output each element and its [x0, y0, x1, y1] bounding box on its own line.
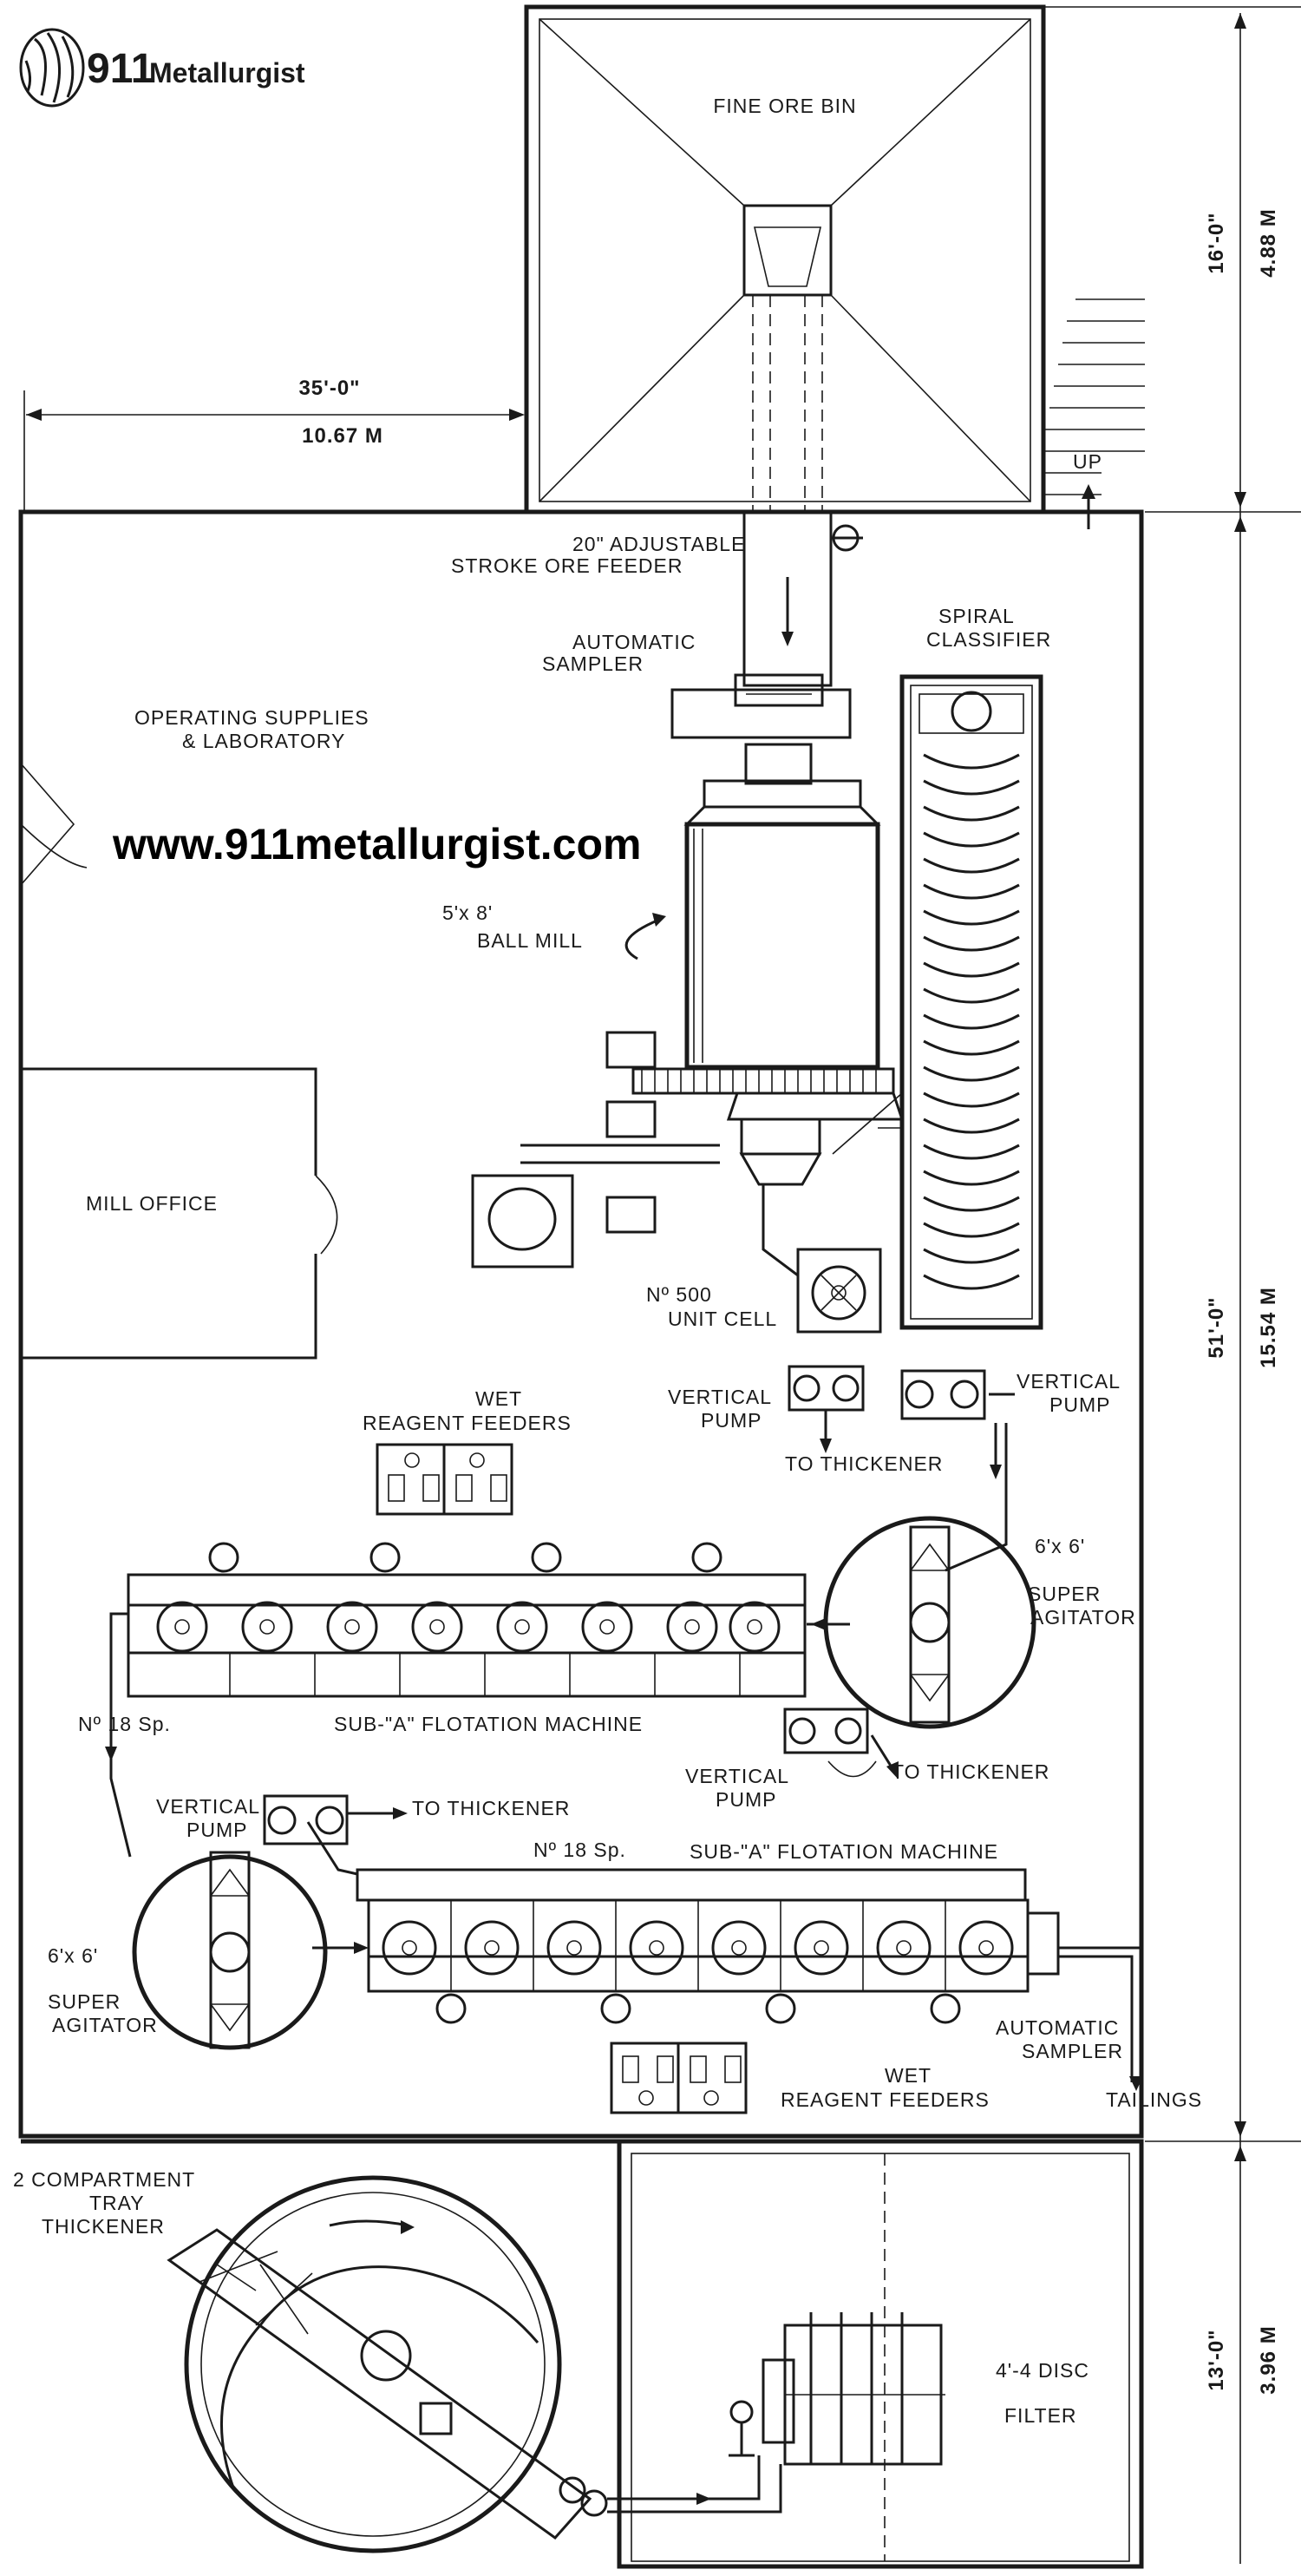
sampler-bottom-label-line1: AUTOMATIC: [996, 2016, 1119, 2039]
mill-feet: 51'-0": [1205, 1296, 1228, 1358]
feeder-label-line2: STROKE ORE FEEDER: [451, 554, 683, 577]
agitator-right-label-line2: AGITATOR: [1030, 1606, 1136, 1629]
agitator-left-size: 6'x 6': [48, 1944, 98, 1967]
width-meters: 10.67 M: [302, 424, 383, 448]
logo-name: Metallurgist: [149, 57, 305, 88]
stairs: UP: [1045, 298, 1145, 529]
vpump-low-label-line2: PUMP: [716, 1788, 776, 1811]
ore-feeder: 20" ADJUSTABLE STROKE ORE FEEDER: [451, 510, 863, 687]
to-thickener-2: TO THICKENER: [892, 1760, 1049, 1783]
feeder-label-line1: 20" ADJUSTABLE: [572, 533, 745, 555]
vpump-low-label-line1: VERTICAL: [685, 1765, 789, 1787]
flot2-size: Nº 18 Sp.: [533, 1839, 626, 1861]
lower-meters: 3.96 M: [1257, 2325, 1280, 2394]
spiral-classifier: SPIRAL CLASSIFIER: [832, 605, 1051, 1330]
thickener-label-line3: THICKENER: [42, 2215, 165, 2238]
dimension-right: 16'-0" 4.88 M 51'-0" 15.54 M 13'-0" 3.96…: [1043, 6, 1301, 2564]
wet-reagent-top-label-line1: WET: [475, 1387, 522, 1410]
flotation-1-discharge-pipe: [109, 1612, 132, 1858]
vpump-mid-label-line2: PUMP: [701, 1409, 762, 1432]
flotation-machine-1: Nº 18 Sp. SUB-"A" FLOTATION MACHINE: [78, 1542, 807, 1735]
wet-reagent-top-label-line2: REAGENT FEEDERS: [363, 1412, 572, 1434]
bin-feet: 16'-0": [1205, 212, 1228, 273]
classifier-spirals: [923, 753, 1020, 1290]
unit-cell-label: UNIT CELL: [668, 1308, 777, 1330]
wet-reagent-bottom-label-line1: WET: [885, 2064, 932, 2087]
ball-mill-size: 5'x 8': [442, 901, 493, 924]
vpump-right-label-line1: VERTICAL: [1017, 1370, 1121, 1393]
sampler-bottom-label-line2: SAMPLER: [1022, 2040, 1123, 2062]
disc-filter-label-line1: 4'-4 DISC: [996, 2359, 1089, 2382]
thickener-bridge: [167, 2228, 608, 2540]
thickener-label-line2: TRAY: [89, 2192, 145, 2214]
mill-drive: [471, 1031, 902, 1268]
tailings-label: TAILINGS: [1106, 2088, 1202, 2111]
mill-office-label: MILL OFFICE: [86, 1192, 218, 1215]
agitator-left-label-line1: SUPER: [48, 1990, 121, 2013]
bin-chute: [752, 295, 823, 512]
agitator-right-label-line1: SUPER: [1028, 1583, 1101, 1605]
flot1-name: SUB-"A" FLOTATION MACHINE: [334, 1713, 643, 1735]
agitator-right-size: 6'x 6': [1035, 1535, 1085, 1557]
girth-gear-teeth: [641, 1069, 877, 1093]
fingerprint-globe-icon: [19, 28, 85, 108]
ball-mill: 5'x 8' BALL MILL: [442, 743, 905, 1186]
supplies-label-line2: & LABORATORY: [182, 730, 345, 752]
sampler-top-label-line2: SAMPLER: [542, 652, 644, 675]
classifier-label-line1: SPIRAL: [938, 605, 1015, 627]
dimension-width: 35'-0" 10.67 M: [23, 377, 525, 512]
automatic-sampler-top: AUTOMATIC SAMPLER: [542, 631, 852, 739]
agitator-left-label-line2: AGITATOR: [52, 2014, 158, 2036]
flotation-1-drives: [208, 1542, 722, 1573]
width-feet: 35'-0": [298, 377, 360, 400]
wet-reagent-feeders-top: WET REAGENT FEEDERS: [363, 1387, 572, 1516]
vpump-left-label-line2: PUMP: [186, 1819, 247, 1841]
tray-thickener: 2 COMPARTMENT TRAY THICKENER: [13, 2168, 608, 2553]
automatic-sampler-bottom: AUTOMATIC SAMPLER TAILINGS: [996, 1946, 1202, 2111]
logo-number: 911: [87, 46, 154, 92]
flotation-1-impellers: [156, 1601, 781, 1653]
to-thickener-1: TO THICKENER: [785, 1452, 943, 1475]
stairs-up-label: UP: [1073, 450, 1102, 473]
vertical-pump-low: VERTICAL PUMP TO THICKENER: [685, 1708, 1049, 1811]
disc-filter-label-line2: FILTER: [1004, 2404, 1077, 2427]
bin-meters: 4.88 M: [1257, 208, 1280, 277]
disc-filter: 4'-4 DISC FILTER: [607, 2153, 1089, 2561]
thickener-label-line1: 2 COMPARTMENT: [13, 2168, 195, 2191]
classifier-label-line2: CLASSIFIER: [926, 628, 1051, 651]
wet-reagent-feeders-bottom: WET REAGENT FEEDERS: [610, 2042, 990, 2114]
mill-office: MILL OFFICE: [21, 1067, 338, 1360]
wet-reagent-bottom-label-line2: REAGENT FEEDERS: [781, 2088, 990, 2111]
lower-feet: 13'-0": [1205, 2329, 1228, 2390]
vpump-left-label-line1: VERTICAL: [156, 1795, 260, 1818]
watermark: www.911metallurgist.com: [112, 820, 641, 868]
flotation-2-drives: [435, 1993, 961, 2024]
flotation-machine-2: Nº 18 Sp. SUB-"A" FLOTATION MACHINE: [356, 1839, 1060, 2024]
unit-cell: Nº 500 UNIT CELL: [646, 1184, 882, 1334]
flotation-2-impellers: [382, 1920, 1014, 1976]
fine-ore-bin-label: FINE ORE BIN: [713, 95, 856, 117]
flot2-name: SUB-"A" FLOTATION MACHINE: [690, 1840, 998, 1863]
vpump-mid-label-line1: VERTICAL: [668, 1386, 772, 1408]
unit-cell-size: Nº 500: [646, 1283, 712, 1306]
mill-building: [18, 509, 1144, 2569]
super-agitator-left: 6'x 6' SUPER AGITATOR: [48, 1821, 369, 2050]
vertical-pump-left: VERTICAL PUMP TO THICKENER: [156, 1794, 570, 1845]
sampler-top-label-line1: AUTOMATIC: [572, 631, 696, 653]
flot1-size: Nº 18 Sp.: [78, 1713, 171, 1735]
vertical-pump-mid: VERTICAL PUMP TO THICKENER: [668, 1365, 943, 1475]
logo: 911 Metallurgist: [19, 28, 305, 108]
fine-ore-bin: FINE ORE BIN: [524, 4, 1046, 515]
vpump-right-label-line2: PUMP: [1049, 1393, 1110, 1416]
ball-mill-label: BALL MILL: [477, 929, 583, 952]
to-thickener-3: TO THICKENER: [412, 1797, 570, 1819]
vertical-pump-right: VERTICAL PUMP: [900, 1369, 1121, 1572]
mill-meters: 15.54 M: [1257, 1287, 1280, 1368]
super-agitator-right: 6'x 6' SUPER AGITATOR: [807, 1516, 1136, 1729]
supplies-label-line1: OPERATING SUPPLIES: [134, 706, 369, 729]
